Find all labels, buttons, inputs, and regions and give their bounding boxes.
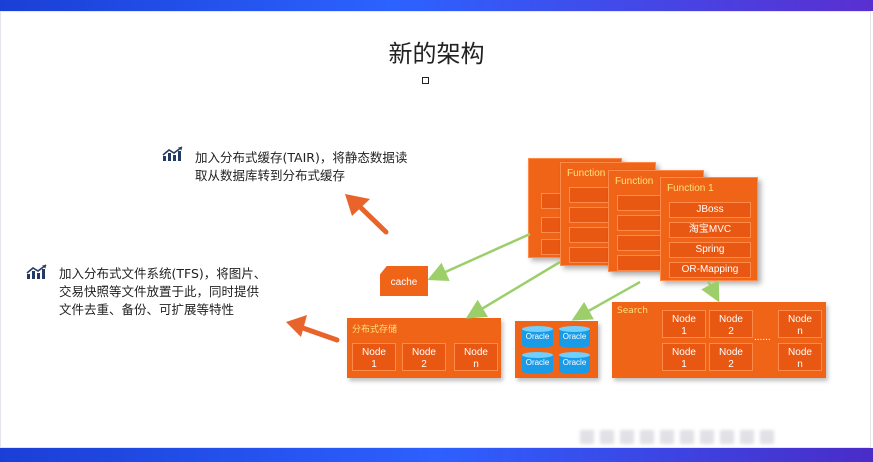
chart-trend-icon (162, 146, 183, 161)
function-item-ormapping: OR-Mapping (669, 262, 751, 278)
note-line: 加入分布式缓存(TAIR)，将静态数据读 (195, 150, 408, 165)
slide-frame (0, 11, 871, 448)
node-name: Node (719, 314, 743, 325)
oracle-label: Oracle (562, 332, 587, 341)
node-name: Node (672, 347, 696, 358)
oracle-label: Oracle (525, 332, 550, 341)
function-item-spring: Spring (669, 242, 751, 258)
node-index: 1 (681, 326, 687, 337)
search-node: Node 2 (709, 310, 753, 338)
note-line: 文件去重、备份、可扩展等特性 (59, 302, 235, 317)
storage-node: Node 1 (352, 343, 396, 371)
slide-title: 新的架构 (388, 40, 485, 68)
node-index: n (797, 359, 803, 370)
cache-tag: cache (380, 266, 428, 296)
search-node: Node 2 (709, 343, 753, 371)
oracle-db-icon: Oracle (521, 326, 554, 348)
search-node: Node n (778, 343, 822, 371)
storage-node: Node n (454, 343, 498, 371)
note-line: 加入分布式文件系统(TFS)，将图片、 (59, 266, 267, 281)
node-index: 1 (371, 359, 377, 370)
function-item-jboss: JBoss (669, 202, 751, 218)
connector-to-storage (465, 260, 561, 319)
function-title: Function (615, 176, 654, 187)
node-name: Node (362, 347, 386, 358)
pointer-arrowhead-tair (345, 194, 370, 216)
oracle-db-icon: Oracle (558, 352, 591, 374)
search-node: Node 1 (662, 310, 706, 338)
function-item-mvc: 淘宝MVC (669, 222, 751, 238)
note-tfs: 加入分布式文件系统(TFS)，将图片、 交易快照等文件放置于此，同时提供 文件去… (59, 265, 266, 319)
node-name: Node (788, 314, 812, 325)
node-index: 2 (728, 326, 734, 337)
pointer-arrow-tair (353, 200, 389, 235)
note-line: 取从数据库转到分布式缓存 (195, 168, 346, 183)
node-name: Node (719, 347, 743, 358)
function-card-front: Function 1 JBoss 淘宝MVC Spring OR-Mapping (660, 177, 758, 281)
connector-to-search (701, 280, 720, 303)
chart-trend-icon (26, 264, 47, 279)
connector-to-cache (427, 232, 531, 281)
node-index: 2 (728, 359, 734, 370)
node-name: Node (672, 314, 696, 325)
watermark (580, 430, 780, 444)
node-name: Node (788, 347, 812, 358)
search-node: Node n (778, 310, 822, 338)
node-index: 1 (681, 359, 687, 370)
search-ellipsis: ...... (754, 332, 771, 343)
search-panel: Search Node 1 Node 2 Node n ...... Node … (612, 302, 826, 378)
storage-panel: 分布式存储 Node 1 Node 2 Node n (347, 318, 501, 378)
footer-bar (0, 448, 873, 462)
node-index: n (797, 326, 803, 337)
pointer-arrowhead-tfs (286, 315, 307, 337)
connector-to-oracle (571, 280, 641, 321)
function-title: Function 1 (667, 183, 714, 194)
note-tair: 加入分布式缓存(TAIR)，将静态数据读 取从数据库转到分布式缓存 (195, 149, 407, 185)
pointer-arrow-tfs (297, 324, 340, 343)
node-index: 2 (421, 359, 427, 370)
node-name: Node (464, 347, 488, 358)
node-name: Node (412, 347, 436, 358)
node-index: n (473, 359, 479, 370)
header-bar (0, 0, 873, 11)
note-line: 交易快照等文件放置于此，同时提供 (59, 284, 260, 299)
storage-label: 分布式存储 (352, 325, 398, 335)
oracle-label: Oracle (525, 358, 550, 367)
storage-node: Node 2 (402, 343, 446, 371)
oracle-label: Oracle (562, 358, 587, 367)
function-title: Function (567, 168, 606, 179)
placeholder-square (422, 77, 429, 84)
oracle-db-icon: Oracle (521, 352, 554, 374)
search-node: Node 1 (662, 343, 706, 371)
search-label: Search (617, 306, 648, 316)
oracle-db-icon: Oracle (558, 326, 591, 348)
